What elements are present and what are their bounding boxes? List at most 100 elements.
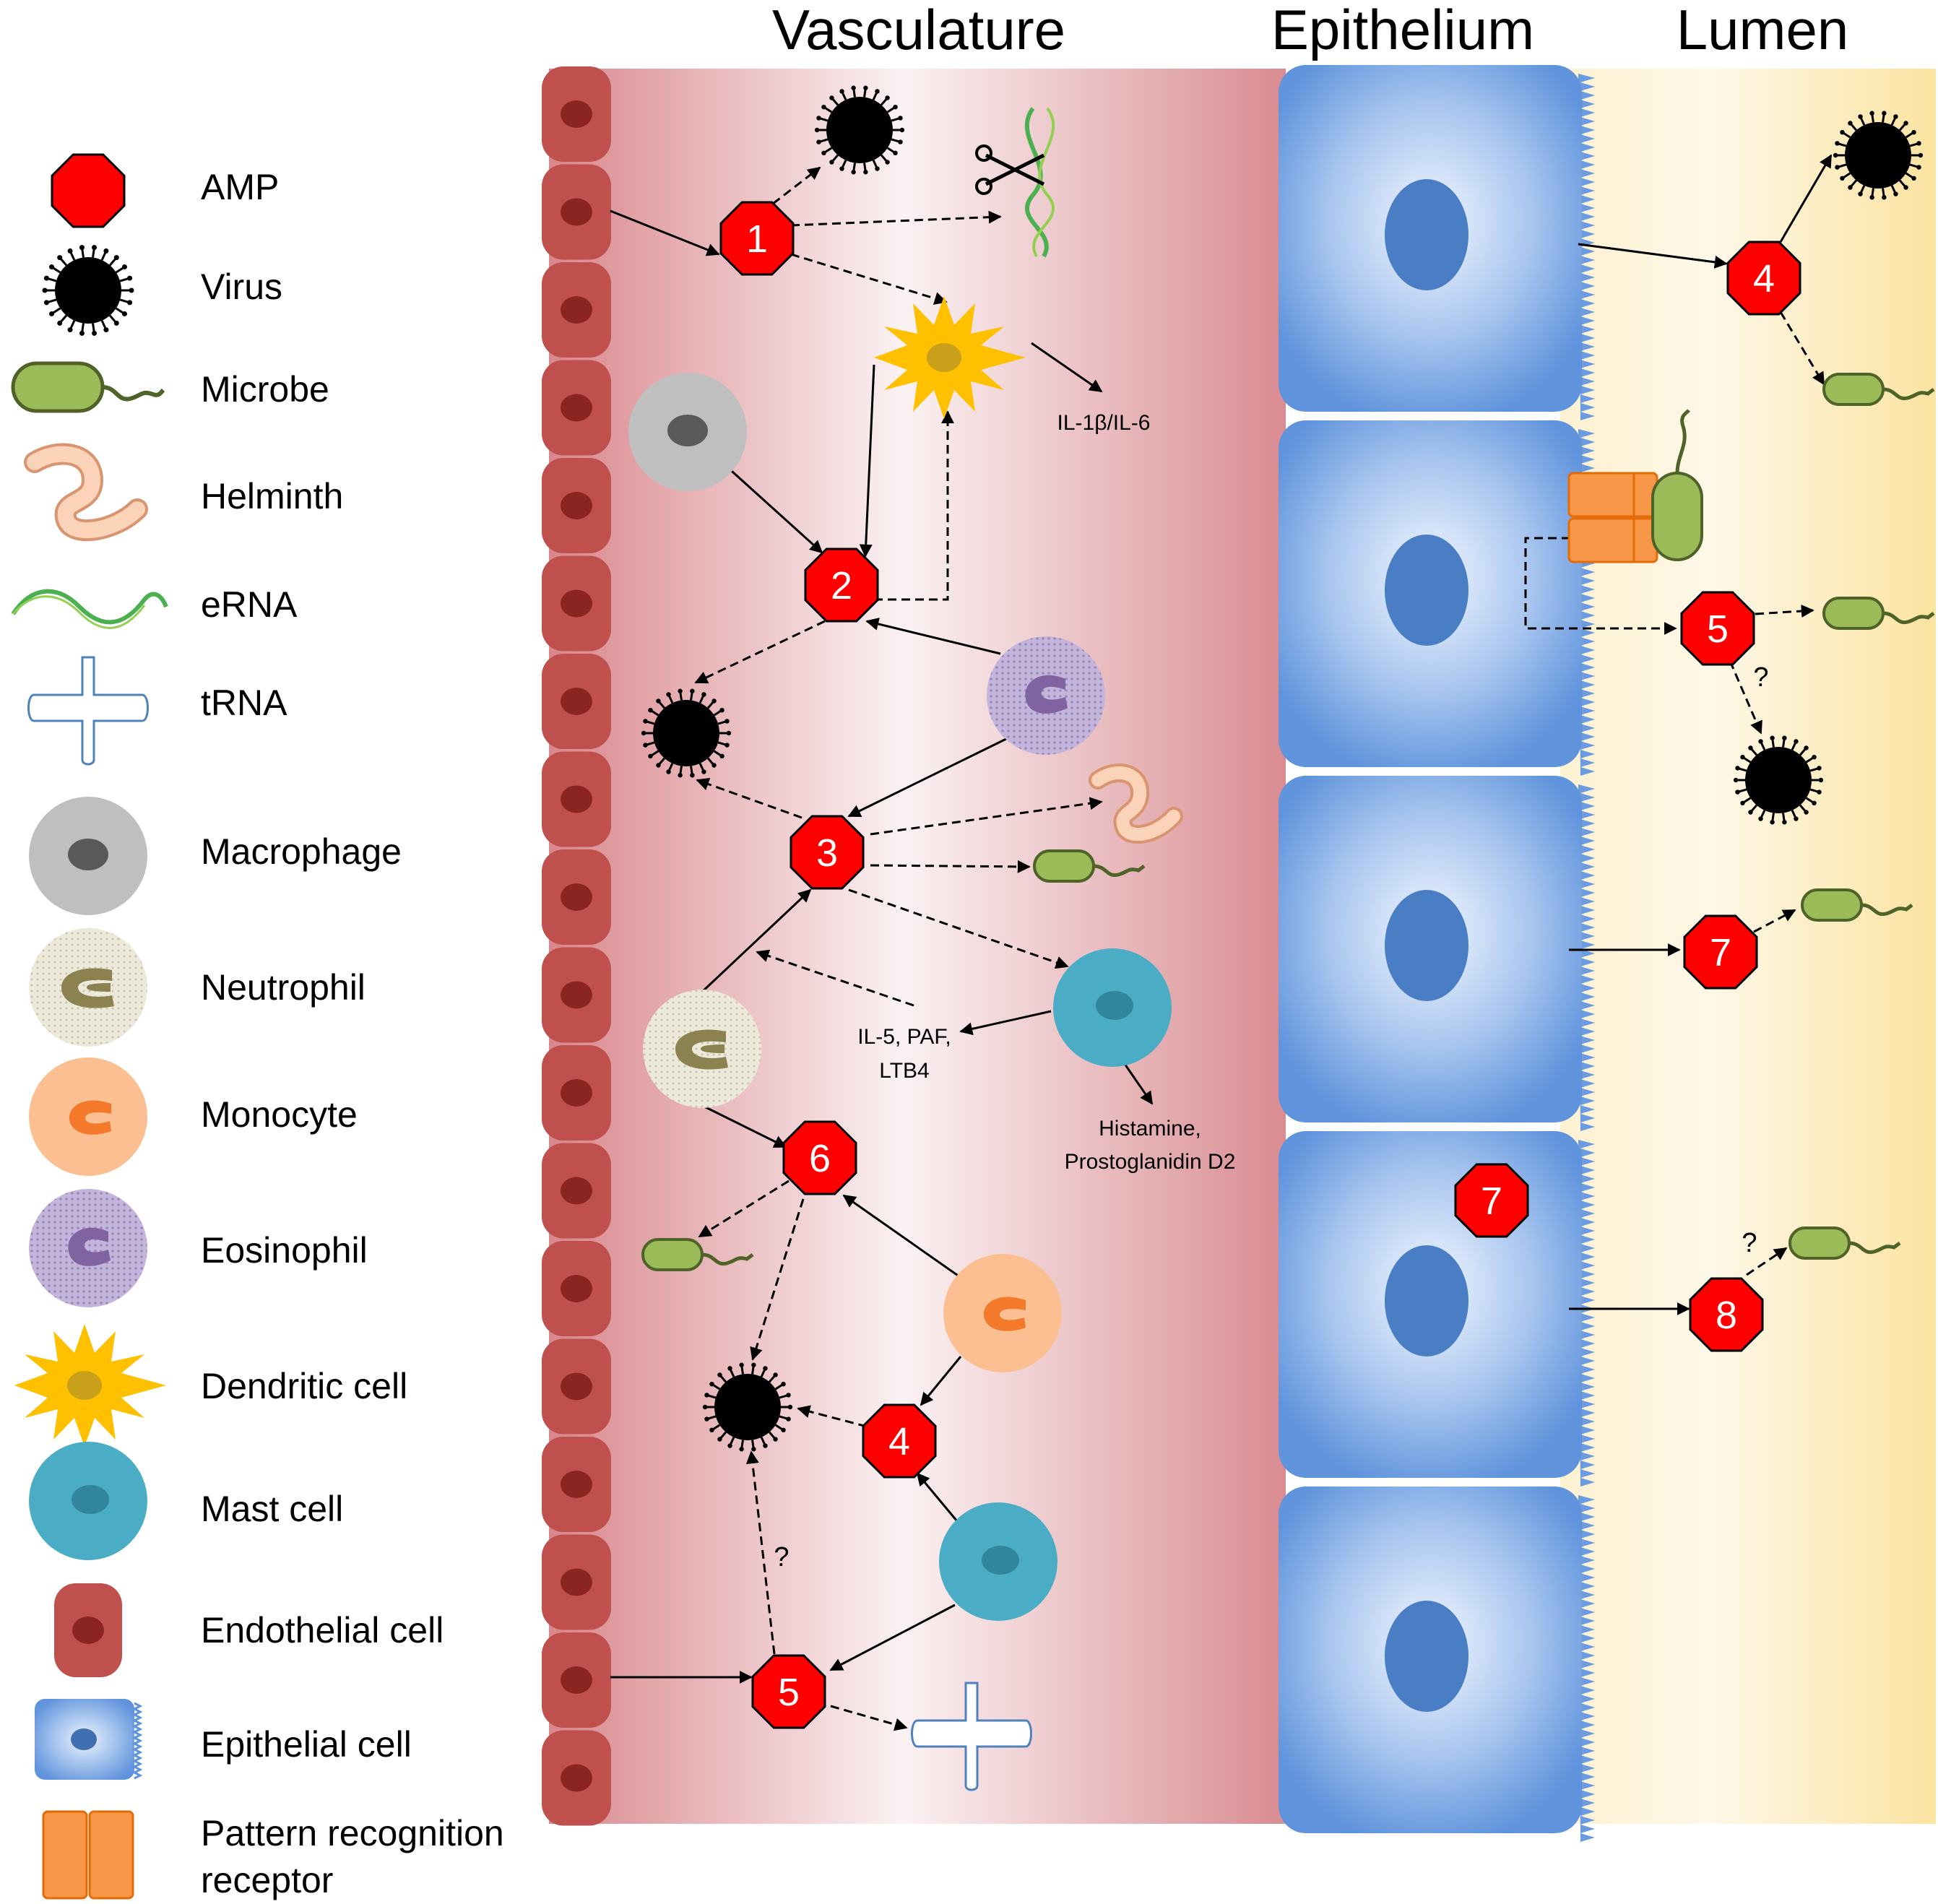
endothelial-cell bbox=[542, 1437, 611, 1532]
microbe-icon bbox=[1801, 888, 1913, 922]
virus-icon bbox=[1833, 111, 1924, 200]
endothelial-cell-icon bbox=[54, 1583, 122, 1677]
endothelial-cell bbox=[542, 555, 611, 652]
legend-item-mast-cell: Mast cell bbox=[29, 1442, 343, 1560]
annotations: IL-1β/IL-6 IL-5, PAF, LTB4 Histamine, Pr… bbox=[774, 411, 1768, 1572]
legend-label-monocyte: Monocyte bbox=[201, 1094, 358, 1135]
epithelial-nucleus bbox=[1385, 535, 1468, 646]
amp-icon: 5 bbox=[1680, 591, 1755, 666]
legend: AMP Virus Microbe Helminth bbox=[11, 153, 504, 1900]
legend-item-monocyte: Monocyte bbox=[29, 1057, 358, 1176]
endothelial-wall bbox=[542, 66, 611, 1826]
virus-icon bbox=[641, 688, 732, 778]
il5-paf-label: IL-5, PAF, bbox=[857, 1025, 951, 1049]
epithelial-nucleus bbox=[1385, 1601, 1468, 1712]
endothelial-cell bbox=[542, 1534, 611, 1630]
microbe-icon bbox=[11, 361, 165, 413]
question-mark-l8: ? bbox=[1742, 1228, 1757, 1258]
vasculature-cells bbox=[628, 296, 1172, 1621]
amp-icon: 4 bbox=[1726, 241, 1801, 316]
erna-icon bbox=[1024, 107, 1055, 258]
legend-label-prr-line2: receptor bbox=[201, 1860, 333, 1900]
amp-number: 5 bbox=[778, 1671, 800, 1714]
macrophage-icon bbox=[29, 797, 147, 915]
erna-icon bbox=[11, 589, 168, 629]
legend-label-mast-cell: Mast cell bbox=[201, 1489, 343, 1529]
amp-number: 1 bbox=[746, 217, 768, 261]
scissors-icon bbox=[975, 144, 1045, 195]
endothelial-cell bbox=[542, 1241, 611, 1336]
epithelial-nucleus bbox=[1385, 890, 1468, 1001]
amp-number: 3 bbox=[816, 831, 838, 875]
legend-label-virus: Virus bbox=[201, 267, 282, 307]
amp-number: 4 bbox=[888, 1420, 910, 1463]
legend-label-helminth: Helminth bbox=[201, 476, 343, 516]
eosinophil-icon bbox=[29, 1189, 147, 1307]
dendritic-cell-icon bbox=[14, 1324, 166, 1447]
amp-icon bbox=[51, 153, 126, 228]
monocyte-icon bbox=[943, 1254, 1062, 1372]
amp-icon: 4 bbox=[862, 1403, 937, 1479]
virus-icon bbox=[814, 85, 905, 175]
endothelial-cell bbox=[542, 751, 611, 847]
endothelial-cell bbox=[542, 164, 611, 260]
question-mark-l5: ? bbox=[1753, 662, 1768, 693]
helminth-icon bbox=[1089, 763, 1183, 844]
epithelial-cell bbox=[1279, 420, 1595, 776]
legend-label-microbe: Microbe bbox=[201, 369, 329, 410]
virus-icon bbox=[1733, 735, 1824, 825]
epithelial-nucleus bbox=[1385, 1245, 1468, 1356]
amp-number: 6 bbox=[809, 1137, 831, 1180]
header-lumen: Lumen bbox=[1677, 0, 1849, 61]
legend-item-epithelial-cell: Epithelial cell bbox=[35, 1699, 412, 1780]
macrophage-icon bbox=[628, 373, 747, 491]
epithelial-cell-icon bbox=[35, 1699, 143, 1780]
microbe-icon bbox=[1822, 373, 1935, 406]
header-vasculature: Vasculature bbox=[772, 0, 1065, 61]
amp-icon: 1 bbox=[719, 201, 795, 276]
legend-label-prr-line1: Pattern recognition bbox=[201, 1813, 504, 1853]
il1b-il6-label: IL-1β/IL-6 bbox=[1057, 411, 1151, 435]
amp-number: 7 bbox=[1710, 931, 1731, 974]
endothelial-cell bbox=[542, 1730, 611, 1826]
epithelial-layer bbox=[1279, 65, 1595, 1842]
microbe-icon bbox=[1822, 597, 1935, 630]
endothelial-cell bbox=[542, 1632, 611, 1728]
interaction-arrows bbox=[610, 154, 1833, 1731]
amp-number: 7 bbox=[1481, 1180, 1502, 1223]
legend-item-macrophage: Macrophage bbox=[29, 797, 402, 915]
prostoglandin-label: Prostoglanidin D2 bbox=[1065, 1150, 1236, 1174]
amp-number: 8 bbox=[1716, 1294, 1737, 1337]
legend-item-eosinophil: Eosinophil bbox=[29, 1189, 368, 1307]
legend-label-dendritic-cell: Dendritic cell bbox=[201, 1366, 407, 1406]
neutrophil-icon bbox=[643, 990, 761, 1108]
dendritic-cell-icon bbox=[874, 296, 1026, 419]
epithelial-cell bbox=[1279, 1131, 1595, 1487]
endothelial-cell bbox=[542, 360, 611, 456]
question-mark-v5: ? bbox=[774, 1542, 789, 1572]
epithelial-cell bbox=[1279, 776, 1595, 1131]
pattern-recognition-receptor-icon bbox=[1567, 472, 1658, 563]
legend-label-endothelial-cell: Endothelial cell bbox=[201, 1610, 444, 1650]
legend-item-erna: eRNA bbox=[11, 584, 298, 629]
legend-item-pattern-recognition-receptor: Pattern recognition receptor bbox=[42, 1810, 504, 1900]
microbe-icon bbox=[1651, 409, 1703, 561]
legend-item-trna: tRNA bbox=[27, 656, 287, 766]
endothelial-cell bbox=[542, 66, 611, 162]
helminth-icon bbox=[24, 443, 148, 542]
amp-icon: 6 bbox=[782, 1120, 857, 1195]
mast-cell-icon bbox=[29, 1442, 147, 1560]
endothelial-cell bbox=[542, 654, 611, 749]
histamine-label: Histamine, bbox=[1099, 1117, 1201, 1141]
legend-item-neutrophil: Neutrophil bbox=[29, 928, 365, 1047]
legend-item-dendritic-cell: Dendritic cell bbox=[14, 1324, 407, 1447]
legend-item-microbe: Microbe bbox=[11, 361, 329, 413]
legend-label-macrophage: Macrophage bbox=[201, 831, 402, 872]
trna-icon bbox=[911, 1682, 1032, 1791]
legend-item-amp: AMP bbox=[51, 153, 279, 228]
virus-icon bbox=[702, 1362, 793, 1452]
amp-icon: 5 bbox=[751, 1654, 826, 1729]
legend-item-virus: Virus bbox=[42, 245, 282, 336]
